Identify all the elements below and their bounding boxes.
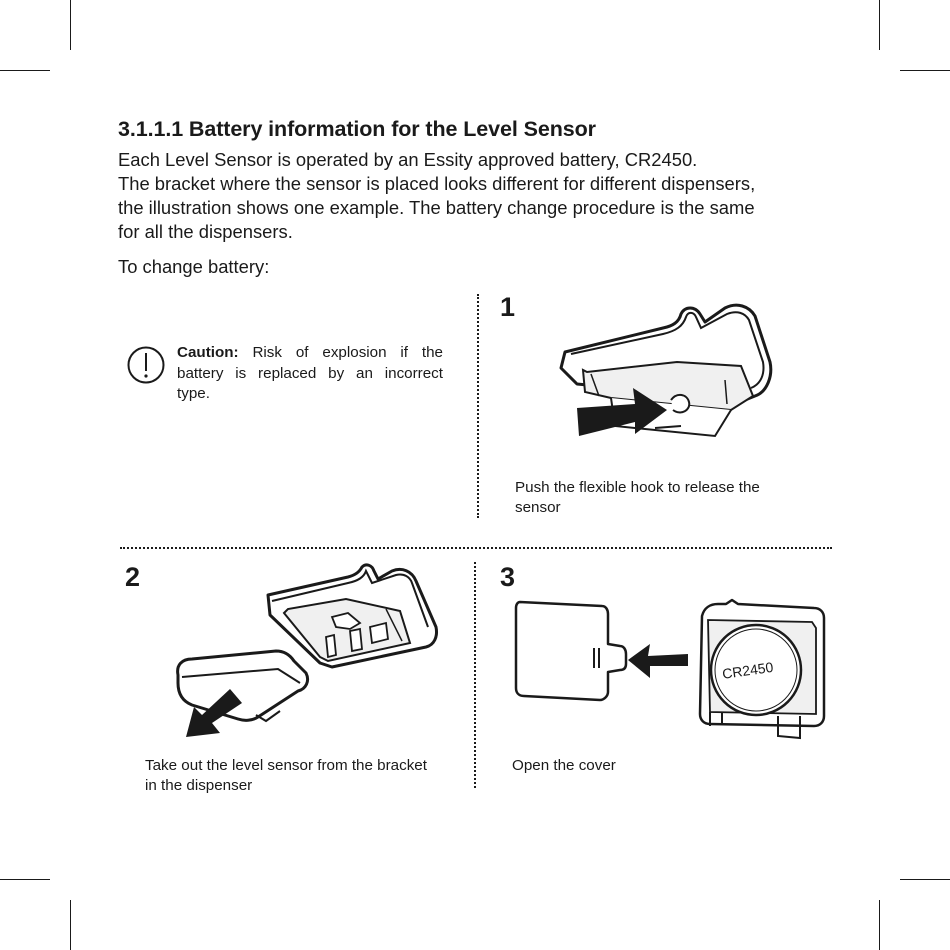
crop-mark-bottom-left-h xyxy=(0,879,50,880)
divider-horizontal xyxy=(120,547,832,549)
step-1-number: 1 xyxy=(500,292,516,322)
caution-line: Risk of explosion if the xyxy=(238,344,443,361)
intro-line: Each Level Sensor is operated by an Essi… xyxy=(118,149,698,170)
caution-line: battery is replaced by an incorrect xyxy=(177,364,443,382)
crop-mark-bottom-right-h xyxy=(900,879,950,880)
crop-mark-bottom-right-v xyxy=(879,900,880,950)
caution-line: type. xyxy=(177,385,210,402)
caption-line: in the dispenser xyxy=(145,777,253,794)
step-1-illustration xyxy=(559,303,773,438)
step-2-number: 2 xyxy=(125,562,141,592)
crop-mark-top-right-v xyxy=(879,0,880,50)
exclamation-circle-icon xyxy=(127,346,165,384)
intro-line: the illustration shows one example. The … xyxy=(118,197,755,218)
divider-vertical-bottom xyxy=(474,562,476,788)
caption-line: sensor xyxy=(515,499,561,516)
caption-line: Open the cover xyxy=(512,757,616,774)
crop-mark-top-left-v xyxy=(70,0,71,50)
caution-text: Caution: Risk of explosion if the batter… xyxy=(177,343,443,405)
divider-vertical-top xyxy=(477,294,479,518)
step-3-caption: Open the cover xyxy=(512,756,616,776)
intro-line: for all the dispensers. xyxy=(118,221,293,242)
section-heading: 3.1.1.1 Battery information for the Leve… xyxy=(118,117,596,141)
intro-line: The bracket where the sensor is placed l… xyxy=(118,173,756,194)
caption-line: Push the flexible hook to release the xyxy=(515,479,760,496)
step-2-illustration xyxy=(176,563,438,737)
crop-mark-bottom-left-v xyxy=(70,900,71,950)
change-battery-label: To change battery: xyxy=(118,256,270,277)
step-3-number: 3 xyxy=(500,562,516,592)
step-1-caption: Push the flexible hook to release the se… xyxy=(515,478,760,518)
crop-mark-top-left-h xyxy=(0,70,50,71)
intro-paragraph: Each Level Sensor is operated by an Essi… xyxy=(118,148,838,244)
step-3-illustration: CR2450 xyxy=(514,598,826,740)
caution-label: Caution: xyxy=(177,344,239,361)
crop-mark-top-right-h xyxy=(900,70,950,71)
step-2-caption: Take out the level sensor from the brack… xyxy=(145,756,427,796)
caption-line: Take out the level sensor from the brack… xyxy=(145,757,427,774)
battery-label: CR2450 xyxy=(721,659,774,682)
